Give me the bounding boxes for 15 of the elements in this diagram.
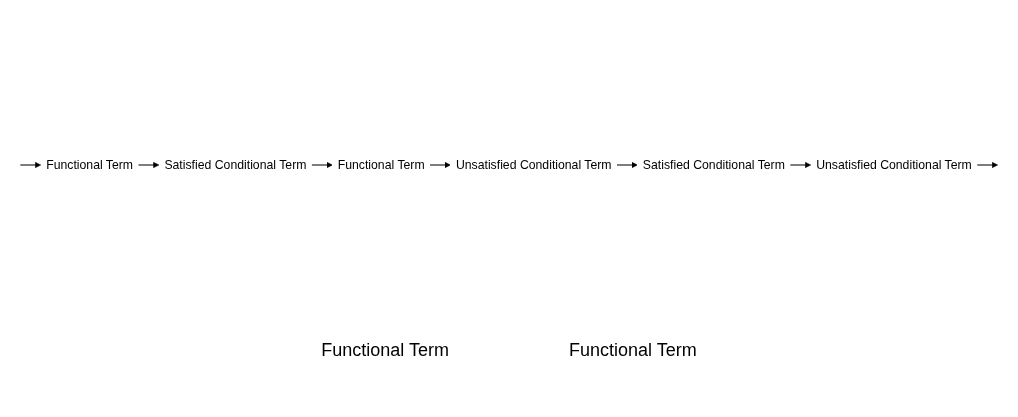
- arrow: [19, 162, 41, 168]
- arrow: [616, 162, 638, 168]
- arrow: [311, 162, 333, 168]
- node-text: Unsatisfied Conditional Term: [816, 157, 972, 172]
- node-text: Functional Term: [337, 157, 425, 172]
- node-text: Satisfied Conditional Term: [164, 157, 307, 172]
- arrow: [429, 162, 451, 168]
- arrow: [789, 162, 811, 168]
- arrow: [138, 162, 160, 168]
- node-text: Unsatisfied Conditional Term: [455, 157, 612, 172]
- text-label: Functional Term: [569, 340, 697, 361]
- node-text: Functional Term: [46, 157, 134, 172]
- node-text: Satisfied Conditional Term: [642, 157, 785, 172]
- text-label: Functional Term: [321, 340, 449, 361]
- arrow: [976, 162, 998, 168]
